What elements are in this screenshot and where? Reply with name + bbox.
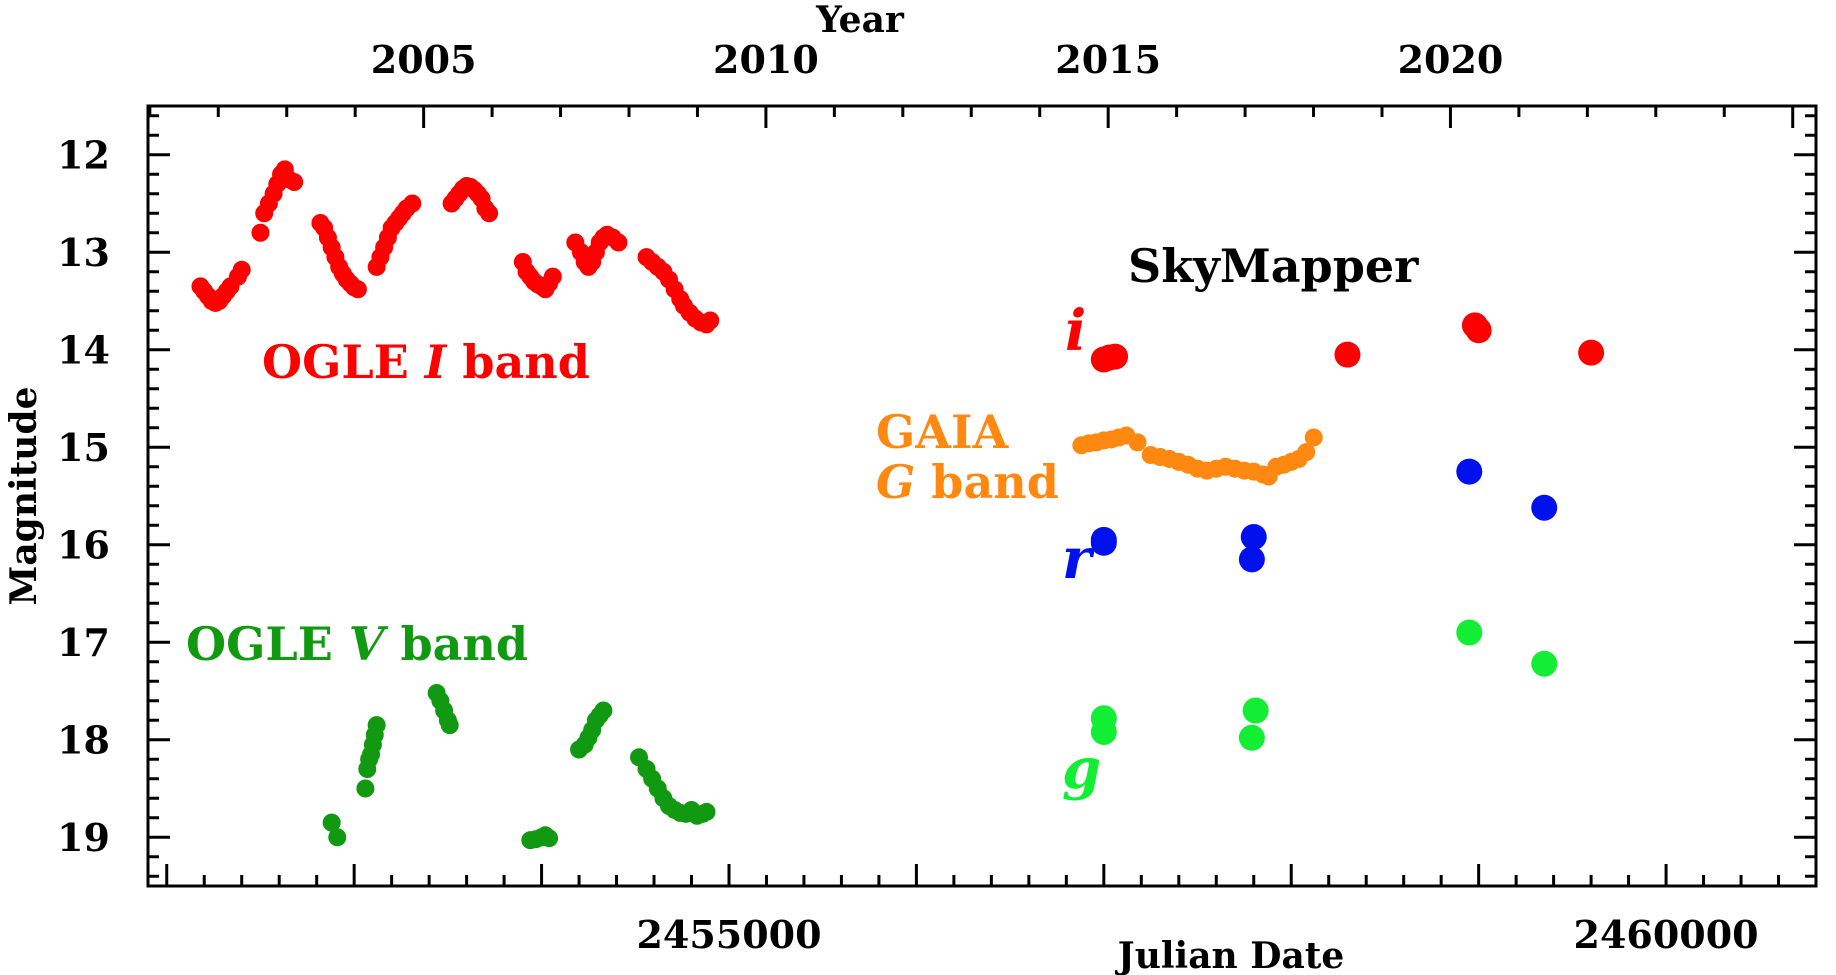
ogle-i-point xyxy=(480,204,499,223)
sky-g-point xyxy=(1242,697,1269,724)
skymapper-label: SkyMapper xyxy=(1128,239,1419,293)
ogle-v-point xyxy=(367,716,386,735)
skymapper-r-label: r xyxy=(1062,526,1095,592)
x-tick-label-2460000: 2460000 xyxy=(1574,912,1759,957)
top-tick-label-2020: 2020 xyxy=(1398,37,1504,82)
gaia-g-point xyxy=(1304,428,1323,447)
ogle-v-point xyxy=(322,813,341,832)
sky-r-point xyxy=(1531,494,1558,521)
sky-r-point xyxy=(1240,523,1267,550)
gaia-g-point xyxy=(1128,433,1147,452)
ogle-i-point xyxy=(701,311,720,330)
gaia-g-point xyxy=(1297,443,1316,462)
ogle-v-point xyxy=(440,716,459,735)
ogle-i-point xyxy=(232,260,251,279)
ogle-i-point xyxy=(403,194,422,213)
ogle-v-point xyxy=(328,828,347,847)
sky-i-point xyxy=(1102,343,1129,370)
gaia-g-band-label: G band xyxy=(876,455,1059,509)
y-tick-label-14: 14 xyxy=(57,327,110,372)
sky-r-point xyxy=(1456,458,1483,485)
y-tick-label-18: 18 xyxy=(57,717,110,762)
top-tick-label-2005: 2005 xyxy=(371,37,477,82)
ogle-i-point xyxy=(609,233,628,252)
x-axis-label: Julian Date xyxy=(1115,935,1345,975)
sky-r-point xyxy=(1238,546,1265,573)
ogle-i-point xyxy=(348,280,367,299)
sky-g-point xyxy=(1090,718,1117,745)
skymapper-i-label: i xyxy=(1065,298,1086,364)
y-axis-label: Magnitude xyxy=(3,386,45,605)
sky-i-point xyxy=(1334,341,1361,368)
skymapper-g-label: g xyxy=(1062,736,1101,802)
y-tick-label-15: 15 xyxy=(57,425,110,470)
ogle-i-point xyxy=(543,267,562,286)
top-axis-label: Year xyxy=(815,0,905,41)
ogle-v-point xyxy=(594,701,613,720)
ogle-v-point xyxy=(697,802,716,821)
data-points xyxy=(191,160,1605,850)
sky-i-point xyxy=(1578,339,1605,366)
y-tick-label-19: 19 xyxy=(57,815,110,860)
sky-g-point xyxy=(1238,724,1265,751)
y-tick-label-12: 12 xyxy=(57,132,110,177)
sky-g-point xyxy=(1531,650,1558,677)
top-tick-label-2015: 2015 xyxy=(1055,37,1161,82)
ogle-i-point xyxy=(251,223,270,242)
plot-frame xyxy=(146,104,1818,888)
ogle-i-band-label: OGLE I band xyxy=(262,335,590,389)
sky-g-point xyxy=(1456,619,1483,646)
ogle-v-point xyxy=(540,829,559,848)
y-tick-label-16: 16 xyxy=(57,522,110,567)
x-tick-label-2455000: 2455000 xyxy=(636,912,821,957)
y-tick-label-13: 13 xyxy=(57,230,110,275)
ogle-v-band-label: OGLE V band xyxy=(186,617,528,671)
sky-r-point xyxy=(1090,529,1117,556)
ogle-v-point xyxy=(356,779,375,798)
top-tick-label-2010: 2010 xyxy=(713,37,819,82)
gaia-label: GAIA xyxy=(876,405,1009,459)
y-tick-label-17: 17 xyxy=(57,620,110,665)
sky-i-point xyxy=(1465,317,1492,344)
ogle-i-point xyxy=(285,173,304,192)
axis-ticks xyxy=(148,106,1818,886)
